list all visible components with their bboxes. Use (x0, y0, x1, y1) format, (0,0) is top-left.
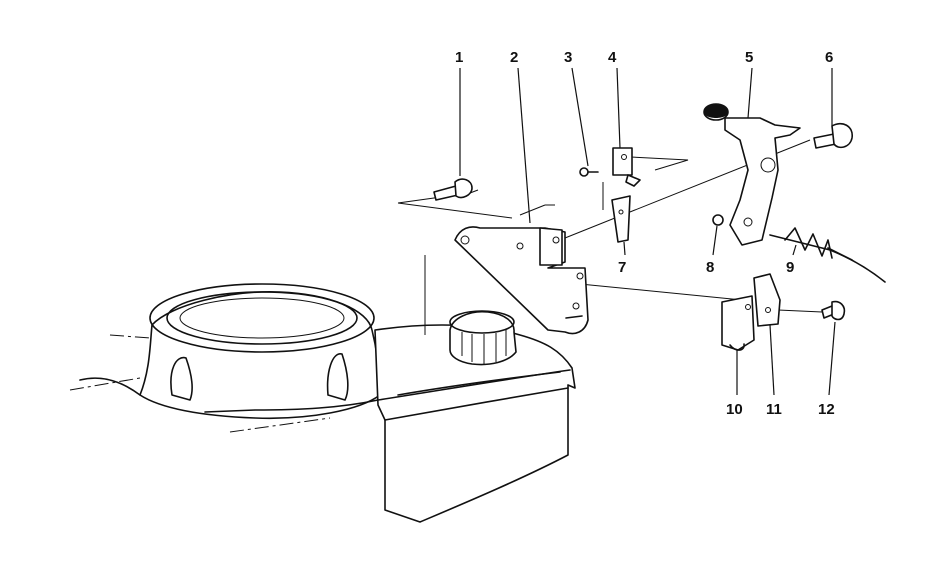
callout-10: 10 (726, 401, 743, 418)
callout-6: 6 (825, 49, 833, 66)
callout-2: 2 (510, 49, 518, 66)
callout-1: 1 (455, 49, 463, 66)
part-6-bolt (813, 122, 853, 149)
part-7-clamp (611, 195, 631, 243)
callout-leaders (459, 67, 836, 396)
part-9-cable (769, 227, 886, 283)
part-2-bracket (454, 226, 589, 335)
callout-12: 12 (818, 401, 835, 418)
fuel-cap (449, 310, 517, 366)
part-5-lever (703, 103, 801, 246)
part-11-clamp (753, 273, 781, 327)
part-4-clamp (612, 147, 641, 187)
part-8-ball (712, 214, 724, 226)
callout-11: 11 (766, 401, 782, 418)
callout-4: 4 (608, 49, 617, 66)
part-3-screw (579, 167, 599, 177)
callout-7: 7 (618, 259, 626, 276)
part-10-clamp (721, 295, 755, 351)
part-1-bolt (433, 178, 473, 201)
fuel-tank (374, 324, 576, 523)
callout-5: 5 (745, 49, 753, 66)
engine-shroud (69, 283, 381, 433)
callout-3: 3 (564, 49, 572, 66)
callout-8: 8 (706, 259, 714, 276)
alignment-lines (397, 139, 823, 335)
callout-9: 9 (786, 259, 794, 276)
part-12-screw (821, 300, 846, 321)
callout-labels: 1 2 3 4 5 6 7 8 9 10 11 12 (455, 49, 835, 418)
